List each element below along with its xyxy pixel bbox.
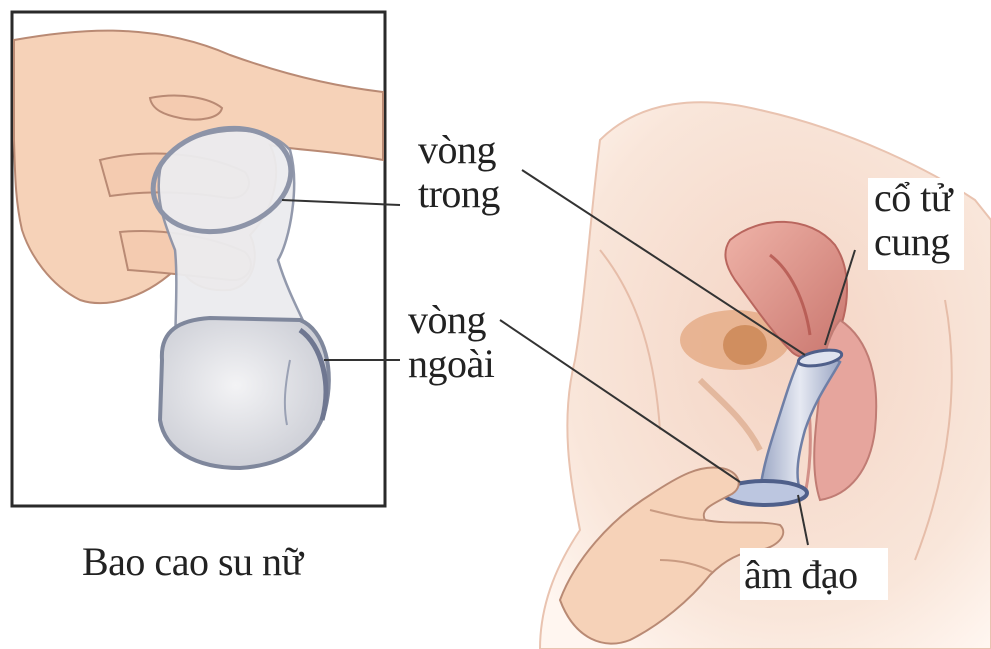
label-cervix-line1: cổ tử xyxy=(874,176,952,220)
label-cervix: cổ tử cung xyxy=(874,176,952,264)
label-outer-ring-line2: ngoài xyxy=(408,342,494,386)
label-inner-ring-line1: vòng xyxy=(418,128,500,172)
label-vagina-line1: âm đạo xyxy=(744,553,858,597)
label-outer-ring-line1: vòng xyxy=(408,298,494,342)
figure-caption: Bao cao su nữ xyxy=(82,540,303,584)
condom-illustration xyxy=(12,12,400,506)
label-vagina: âm đạo xyxy=(744,553,858,597)
label-inner-ring-line2: trong xyxy=(418,172,500,216)
label-outer-ring: vòng ngoài xyxy=(408,298,494,386)
label-cervix-line2: cung xyxy=(874,220,952,264)
label-inner-ring: vòng trong xyxy=(418,128,500,216)
condom-bulb xyxy=(160,318,329,468)
